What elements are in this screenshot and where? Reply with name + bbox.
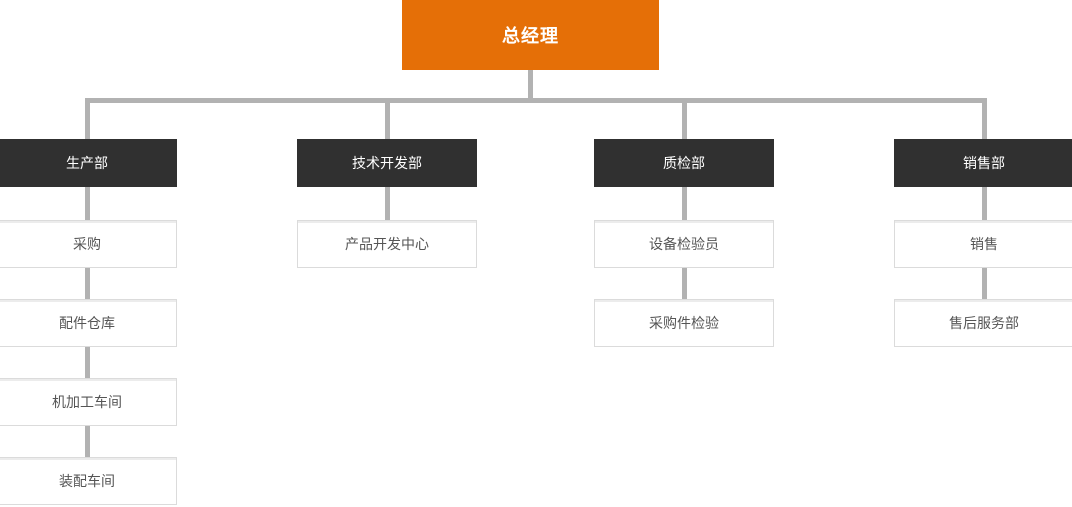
subnode-machining-workshop[interactable]: 机加工车间 [0,378,177,426]
subnode-purchased-parts-inspection[interactable]: 采购件检验 [594,299,774,347]
subnode-parts-warehouse[interactable]: 配件仓库 [0,299,177,347]
connector-drop-quality-inspection [682,98,687,139]
connector-production-child [85,187,90,220]
connector-main-horizontal [85,98,985,103]
subnode-purchasing[interactable]: 采购 [0,220,177,268]
subnode-assembly-workshop[interactable]: 装配车间 [0,457,177,505]
subnode-sales[interactable]: 销售 [894,220,1072,268]
connector-purchasing-warehouse [85,268,90,299]
subnode-equipment-inspector[interactable]: 设备检验员 [594,220,774,268]
dept-node-production[interactable]: 生产部 [0,139,177,187]
connector-root-stub [528,70,533,103]
connector-quality-child [682,187,687,220]
connector-drop-production [85,98,90,139]
subnode-after-sales-service[interactable]: 售后服务部 [894,299,1072,347]
connector-sales-aftersales [982,268,987,299]
subnode-product-dev-center[interactable]: 产品开发中心 [297,220,477,268]
dept-node-quality-inspection[interactable]: 质检部 [594,139,774,187]
dept-node-sales[interactable]: 销售部 [894,139,1072,187]
connector-techdev-child [385,187,390,220]
dept-node-tech-development[interactable]: 技术开发部 [297,139,477,187]
node-general-manager[interactable]: 总经理 [402,0,659,70]
connector-sales-child [982,187,987,220]
connector-equipment-purchased [682,268,687,299]
connector-drop-sales [982,98,987,139]
connector-drop-tech-development [385,98,390,139]
connector-warehouse-machining [85,347,90,378]
connector-machining-assembly [85,426,90,457]
